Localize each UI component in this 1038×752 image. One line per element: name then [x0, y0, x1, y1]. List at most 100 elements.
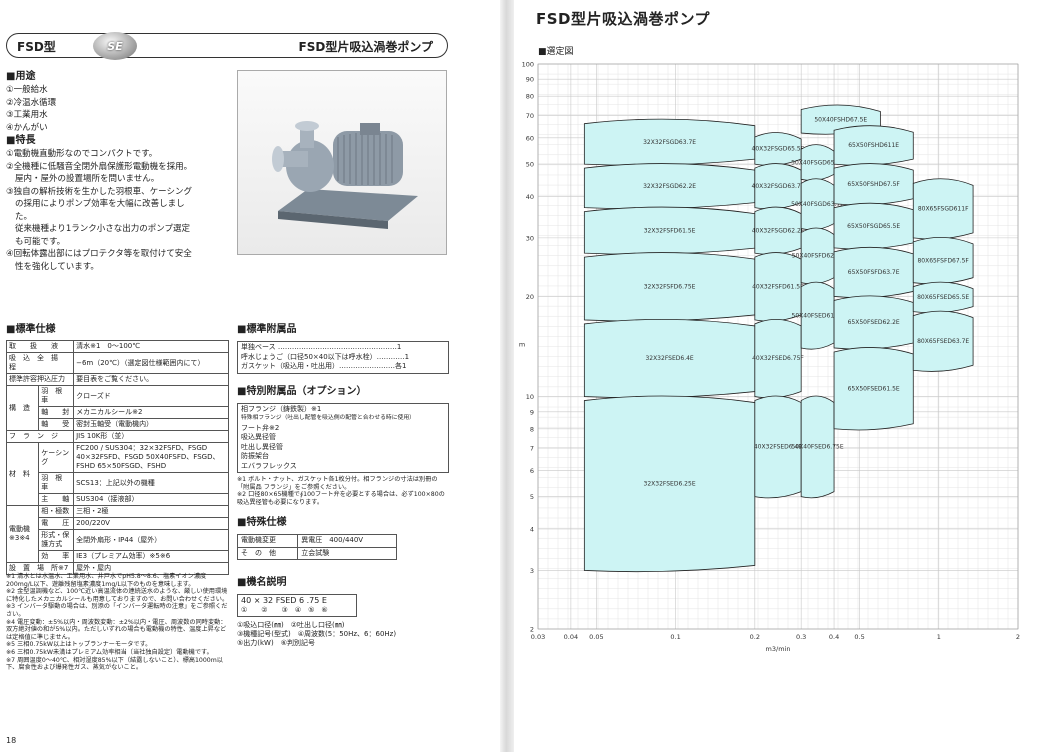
zone-label: 32X32FSFD61.5E [644, 227, 696, 234]
banner-model: FSD型 [17, 40, 56, 54]
note: ※7 周囲温度0〜40℃、相対湿度85%以下（結露しないこと）、標高1000m以… [6, 656, 223, 672]
model-numbers: ① ② ③ ④ ⑤ ⑥ [241, 605, 328, 614]
spec-key: 電動機※3※4 [5, 505, 40, 563]
zone-label: 40X32FSFD61.5E [752, 284, 804, 291]
spec-subkey: 相・極数 [38, 505, 75, 518]
zone-label: 65X50FSGD65.5E [847, 223, 900, 230]
y-tick-label: 100 [522, 61, 534, 69]
spec-value: FC200 / SUS304：32×32FSFD、FSGD 40×32FSFD、… [73, 442, 229, 473]
feature-line: 従来機種より1ランク小さな出力のポンプ選定 [15, 224, 190, 234]
special-key: そ の 他 [236, 546, 299, 561]
pump-illustration [272, 121, 418, 229]
zone-label: 50X40FSFD62.2E [792, 253, 844, 260]
zone-label: 80X65FSED63.7E [917, 338, 969, 345]
spec-subkey: 形式・保護方式 [38, 529, 75, 551]
zone-label: 40X32FSED6.75F [752, 355, 804, 362]
table-row: 軸 封メカニカルシール※2 [7, 406, 229, 419]
model-expl: ①吸込口径(㎜) ②吐出し口径(㎜) [237, 621, 345, 630]
pump-zone [583, 395, 756, 573]
spec-key: 取 扱 液 [5, 340, 75, 353]
note: ※5 三相0.75kW以上はトップランナーモータです。 [6, 641, 152, 649]
x-tick-label: 0.4 [829, 633, 839, 641]
accessory-item: 単独ベース ……………………………………………1 [241, 343, 402, 351]
table-row: 標準許容押込圧力要目表をご覧ください。 [5, 373, 229, 386]
spec-value: IE3（プレミアム効率）※5※6 [73, 550, 229, 563]
note: ※2 金型温調機など、100℃近い高温流体の連続送水のような、厳しい使用環境に特… [6, 588, 229, 603]
model-expl: ⑤出力(kW) ⑥判別記号 [237, 639, 315, 648]
left-page: FSD型 SE FSD型片吸込渦巻ポンプ ■用途 ①一般給水 ②冷温水循環 ③工… [0, 0, 500, 752]
zone-label: 80X65FSGD611F [918, 206, 969, 213]
y-tick-label: 2 [530, 626, 534, 634]
note: ※6 三相0.75kW未満はプレミアム効率相当（当社独自設定）電動機です。 [6, 648, 213, 656]
spec-key: 設 置 場 所※7 [5, 562, 75, 575]
pump-photo [237, 70, 447, 255]
plot-frame [537, 63, 1019, 630]
zone-label: 32X32FSED6.4E [645, 355, 693, 362]
model-expl: ③機種記号(型式) ④周波数(5：50Hz、6：60Hz) [237, 630, 397, 639]
zone-label: 50X40FSED61.5E [792, 312, 844, 319]
y-tick-label: 60 [526, 134, 534, 142]
zone-label: 32X32FSFD6.75E [644, 284, 696, 291]
option-item: フート弁※2 [241, 423, 280, 432]
spec-value: メカニカルシール※2 [73, 406, 229, 419]
spec-subkey: 軸 封 [38, 406, 75, 419]
product-banner: FSD型 SE FSD型片吸込渦巻ポンプ [6, 32, 448, 60]
zone-label: 65X50FSED61.5E [848, 385, 900, 392]
zone-label: 50X40FSHD67.5E [814, 116, 867, 123]
zone-label: 80X65FSED65.5E [917, 294, 969, 301]
y-tick-label: 40 [526, 193, 534, 201]
accessory-item: ガスケット（吸込用・吐出用）……………………各1 [241, 362, 407, 370]
y-tick-label: 90 [526, 76, 534, 84]
options-heading: ■特別附属品（オプション） [237, 385, 367, 397]
option-item: 防振架台 [241, 452, 269, 460]
spec-heading: ■標準仕様 [6, 324, 56, 335]
spec-value: 屋外・屋内 [73, 562, 229, 575]
selection-chart: 32X32FSGD63.7E 32X32FSGD62.2E 32X32FSFD61.… [519, 61, 1020, 654]
uses-item: ②冷温水循環 [6, 97, 57, 108]
accessories-section: ■標準附属品 単独ベース ……………………………………………1 呼水じょうご（口… [236, 323, 449, 648]
y-tick-label: 3 [530, 567, 534, 575]
option-item: 特殊相フランジ（吐出し配管を吸込側の配管と合わせる時に使用） [241, 415, 415, 421]
x-tick-label: 1 [937, 633, 941, 641]
uses-heading: ■用途 [6, 71, 36, 82]
spec-value: SCS13：上記以外の機種 [73, 472, 229, 494]
option-item: エバラフレックス [241, 461, 297, 470]
y-tick-label: 80 [526, 93, 534, 101]
y-tick-label: 5 [530, 493, 534, 501]
spec-subkey: 主 軸 [38, 493, 75, 506]
feature-line: ②全機種に低騒音全閉外扇保護形電動機を採用。 [6, 161, 193, 172]
spec-value: 清水※1 0〜100℃ [73, 340, 229, 353]
page-gutter [500, 0, 514, 752]
spec-subkey: 羽 根 車 [38, 385, 75, 407]
spec-key: 吸 込 全 揚 程 [5, 352, 75, 374]
note: ※4 電圧変動：±5%以内・周波数変動：±2%以内・電圧、周波数の同時変動：双方… [6, 618, 227, 641]
table-row: 構 造羽 根 車クローズド [5, 385, 229, 431]
model-heading: ■機名説明 [237, 577, 287, 589]
spec-subkey: 効 率 [38, 550, 75, 563]
zone-label: 32X32FSGD62.2E [643, 183, 696, 190]
logo-text: SE [107, 39, 123, 53]
table-row: 取 扱 液清水※1 0〜100℃ [5, 340, 229, 353]
spec-value: 三相・2極 [73, 505, 229, 518]
option-item: 吸込異径管 [241, 433, 276, 441]
uses-section: ■用途 ①一般給水 ②冷温水循環 ③工業用水 ④かんがい ■特長 ①電動機直動形… [6, 70, 231, 273]
note: ※1 清水とは水温水、工業用水、井戸水でpH5.8〜8.6、塩素イオン濃度200… [6, 573, 207, 588]
spec-value: 200/220V [73, 517, 229, 530]
zone-label: 32X32FSGD63.7E [643, 139, 696, 146]
spec-value: 密封玉軸受（電動機内） [73, 418, 229, 431]
x-tick-label: 0.1 [670, 633, 680, 641]
zone-label: 50X40FSGD65.5E [791, 159, 844, 166]
feature-line: も可能です。 [15, 236, 66, 247]
zone-label: 40X32FSGD63.7E [752, 183, 805, 190]
feature-line: た。 [15, 211, 33, 222]
feature-line: 屋内・屋外の設置場所を問いません。 [15, 174, 160, 184]
feature-line: ④回転体露出部にはプロテクタ等を取付けて安全 [6, 249, 192, 259]
spec-value: 要目表をご覧ください。 [73, 373, 229, 386]
zone-label: 40X32FSED6.4E [754, 444, 802, 451]
